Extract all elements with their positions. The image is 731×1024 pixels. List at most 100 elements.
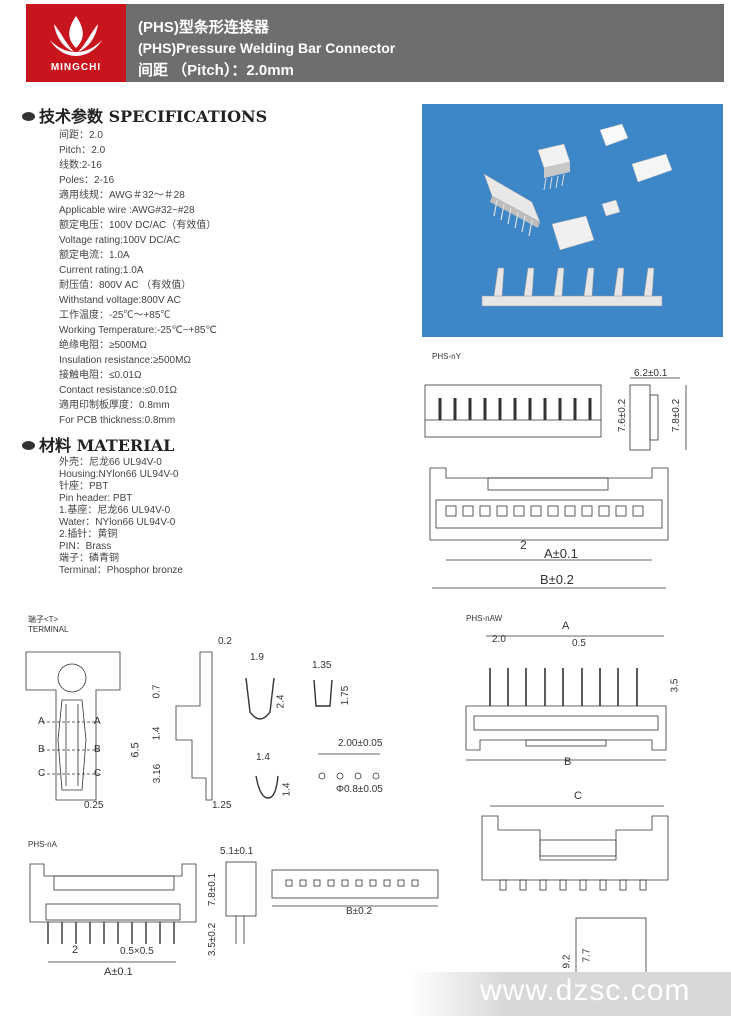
material-item: Housing:NYlon66 UL94V-0 (59, 469, 179, 480)
phs-na-dim: 0.5×0.5 (120, 946, 154, 957)
spec-item: 间距：2.0 (59, 130, 103, 141)
product-photo (422, 104, 723, 337)
spec-item: Withstand voltage:800V AC (59, 295, 181, 306)
phs-naw-dim: 0.5 (572, 638, 586, 649)
phs-na-label: PHS-nA (28, 840, 57, 849)
phs-naw-dim-pitch: 2.0 (492, 634, 506, 645)
terminal-dim: 6.5 (129, 742, 142, 758)
spec-item: 额定电压：100V DC/AC（有效值） (59, 220, 217, 231)
spec-item: Pitch：2.0 (59, 145, 106, 156)
spec-item: 接触电阻：≤0.01Ω (59, 370, 142, 381)
flame-logo-icon (50, 16, 102, 56)
spec-item: 工作温度：-25℃～+85℃ (59, 310, 171, 321)
pin-header-image (483, 173, 541, 237)
spec-item: 適用线规：AWG＃32～＃28 (59, 190, 185, 201)
section-marker: A (38, 716, 45, 727)
material-item: Pin header: PBT (59, 493, 133, 504)
spec-item: 额定电流：1.0A (59, 250, 130, 261)
brand-name: MINGCHI (50, 62, 102, 73)
spec-item: 线数:2-16 (59, 160, 102, 171)
terminal-dim: 1.35 (312, 660, 332, 671)
spec-item: 耐压值：800V AC （有效值） (59, 280, 192, 291)
section-marker: B (94, 744, 101, 755)
spec-item: Applicable wire :AWG#32~#28 (59, 205, 195, 216)
pitch-title: 间距 （Pitch）：2.0mm (138, 62, 294, 79)
two-pin-header-image (601, 199, 621, 217)
wafer-image (551, 215, 595, 251)
phs-na-drawing (29, 861, 439, 963)
right-angle-header-image (537, 143, 571, 191)
section-marker: A (94, 716, 101, 727)
section-marker: B (38, 744, 45, 755)
specs-list: 间距：2.0 Pitch：2.0 线数:2-16 Poles：2-16 適用线规… (59, 128, 217, 428)
phs-naw-dim-b: B (564, 756, 572, 768)
phs-ny-dim-height2: 7.8±0.2 (671, 398, 683, 433)
terminal-dim: 3.16 (152, 763, 164, 784)
bullet-icon (22, 441, 35, 450)
material-item: Terminal：Phosphor bronze (59, 565, 183, 576)
phs-na-dim: 7.8±0.1 (207, 872, 219, 907)
phs-ny-label: PHS-nY (432, 352, 461, 361)
phs-na-dim: 3.5±0.2 (207, 922, 219, 957)
spec-item: For PCB thickness:0.8mm (59, 415, 176, 426)
phs-na-dim-a: A±0.1 (104, 966, 133, 978)
material-item: PIN：Brass (59, 541, 112, 552)
connector-photo-illustration (481, 123, 673, 307)
phs-ny-drawing (424, 377, 687, 589)
spec-item: Working Temperature:-25℃~+85℃ (59, 325, 217, 336)
material-item: 端子：磷青铜 (59, 553, 119, 564)
header-banner: MINGCHI (PHS)型条形连接器 (PHS)Pressure Weldin… (26, 4, 724, 82)
terminal-dim: 1.75 (340, 685, 352, 706)
phs-naw-label: PHS-nAW (466, 614, 503, 623)
spec-item: 適用印制板厚度：0.8mm (59, 400, 170, 411)
terminal-dim: 2.4 (275, 694, 287, 709)
phs-ny-dim-a: A±0.1 (544, 546, 578, 561)
watermark-banner: www.dzsc.com (410, 972, 731, 1016)
housing-large-image (631, 153, 673, 183)
section-marker: C (38, 768, 46, 779)
phs-na-dim: 5.1±0.1 (220, 846, 254, 857)
material-item: 2.插针：黄铜 (59, 529, 118, 540)
terminal-label-en: TERMINAL (28, 625, 69, 634)
terminal-strip-image (481, 267, 663, 307)
material-item: 针座：PBT (59, 481, 109, 492)
terminal-dim: 2.00±0.05 (338, 738, 383, 749)
phs-ny-dim-b: B±0.2 (540, 572, 574, 587)
terminal-dim: Φ0.8±0.05 (336, 784, 383, 795)
watermark-text: www.dzsc.com (480, 974, 691, 1007)
section-marker: C (94, 768, 102, 779)
material-heading: 材料 MATERIAL (22, 432, 174, 456)
title-cn: (PHS)型条形连接器 (138, 19, 269, 36)
terminal-dim: 0.7 (151, 684, 163, 699)
spec-item: Voltage rating:100V DC/AC (59, 235, 181, 246)
terminal-dim: 0.2 (218, 636, 232, 647)
phs-ny-dim-width: 6.2±0.1 (634, 368, 668, 379)
phs-naw-dim: 3.5 (669, 678, 681, 693)
specs-heading: 技术参数 SPECIFICATIONS (22, 103, 267, 127)
spec-item: Current rating:1.0A (59, 265, 144, 276)
terminal-dim: 1.9 (250, 652, 264, 663)
terminal-label-cn: 端子<T> (28, 615, 59, 624)
phs-na-dim-pitch: 2 (72, 944, 79, 956)
phs-naw-dim: 7.7 (581, 948, 593, 963)
material-item: 1.基座：尼龙66 UL94V-0 (59, 505, 171, 516)
title-en: (PHS)Pressure Welding Bar Connector (138, 40, 396, 56)
material-item: Water：NYlon66 UL94V-0 (59, 517, 176, 528)
brand-logo: MINGCHI (26, 4, 126, 82)
terminal-dim: 1.4 (281, 782, 293, 797)
terminal-dim: 1.4 (256, 752, 270, 763)
spec-item: Insulation resistance:≥500MΩ (59, 355, 191, 366)
phs-ny-dim-height1: 7.6±0.2 (617, 398, 629, 433)
bullet-icon (22, 112, 35, 121)
phs-naw-dim: 9.2 (561, 954, 573, 969)
phs-ny-dim-pitch: 2 (520, 538, 527, 552)
material-list: 外壳：尼龙66 UL94V-0 Housing:NYlon66 UL94V-0 … (59, 457, 183, 577)
phs-na-dim-b: B±0.2 (346, 906, 373, 917)
spec-item: Contact resistance:≤0.01Ω (59, 385, 178, 396)
spec-item: Poles：2-16 (59, 175, 115, 186)
phs-naw-dim-c: C (574, 790, 582, 802)
terminal-dim: 1.4 (151, 726, 163, 741)
phs-naw-dim-a: A (562, 620, 570, 632)
terminal-dim: 1.25 (212, 800, 232, 811)
